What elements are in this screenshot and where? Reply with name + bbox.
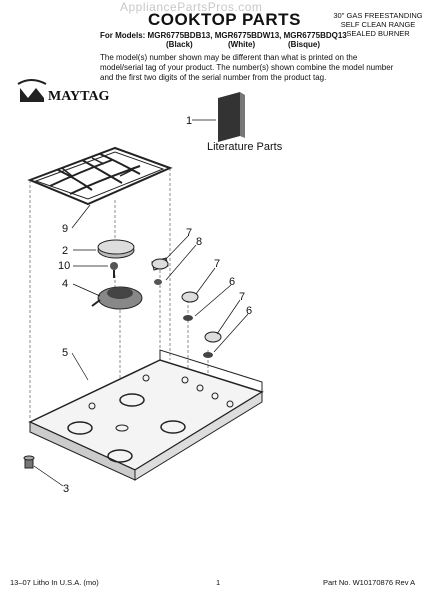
color-bisque: (Bisque) [288, 40, 320, 49]
callout-knob-ring: 6 [229, 276, 235, 288]
footer-page-number: 1 [216, 578, 221, 587]
watermark: AppliancePartsPros.com [120, 0, 263, 14]
callout-knob: 7 [186, 227, 192, 239]
models-line: For Models: MGR6775BDB13, MGR6775BDW13, … [100, 31, 347, 40]
callout-grate: 9 [62, 223, 68, 235]
header-line: SELF CLEAN RANGE [340, 20, 416, 29]
grate [27, 146, 173, 206]
color-white: (White) [228, 40, 256, 49]
callout-knob-spring: 8 [196, 236, 202, 248]
range-type-header: 30" GAS FREESTANDING SELF CLEAN RANGE SE… [325, 11, 431, 38]
callout-screw: 10 [58, 260, 70, 272]
maytag-logo: MAYTAG [17, 79, 110, 104]
knob [151, 257, 169, 271]
burner-base [91, 286, 143, 310]
literature-label: Literature Parts [207, 141, 283, 153]
literature-booklet [218, 92, 245, 142]
knob-ring [183, 315, 193, 321]
page-title: COOKTOP PARTS [148, 10, 301, 29]
cooktop [28, 349, 264, 481]
knob-spring [154, 279, 162, 285]
header-line: 30" GAS FREESTANDING [333, 11, 423, 20]
callout-burner-cap: 2 [62, 245, 68, 257]
callout-cooktop: 5 [62, 347, 68, 359]
assembly-lines [29, 168, 209, 430]
leveling-leg [23, 455, 35, 469]
knob [181, 291, 199, 303]
model-note: The model(s) number shown may be differe… [100, 53, 394, 82]
burner-cap [97, 239, 135, 259]
color-black: (Black) [166, 40, 193, 49]
callout-burner-base: 4 [62, 278, 68, 290]
callout-knob-ring: 6 [246, 305, 252, 317]
screw [110, 262, 118, 278]
footer-litho: 13–07 Litho In U.S.A. (mo) [10, 578, 99, 587]
callout-knob: 7 [239, 291, 245, 303]
leader-lines [33, 204, 249, 487]
knob [204, 331, 222, 343]
callout-knob: 7 [214, 258, 220, 270]
brand-name: MAYTAG [48, 89, 110, 104]
callout-leveling-leg: 3 [63, 483, 69, 495]
callout-literature: 1 [186, 115, 192, 127]
knob-ring [203, 352, 213, 358]
header-line: SEALED BURNER [346, 29, 410, 38]
footer-part-number: Part No. W10170876 Rev A [323, 578, 416, 587]
